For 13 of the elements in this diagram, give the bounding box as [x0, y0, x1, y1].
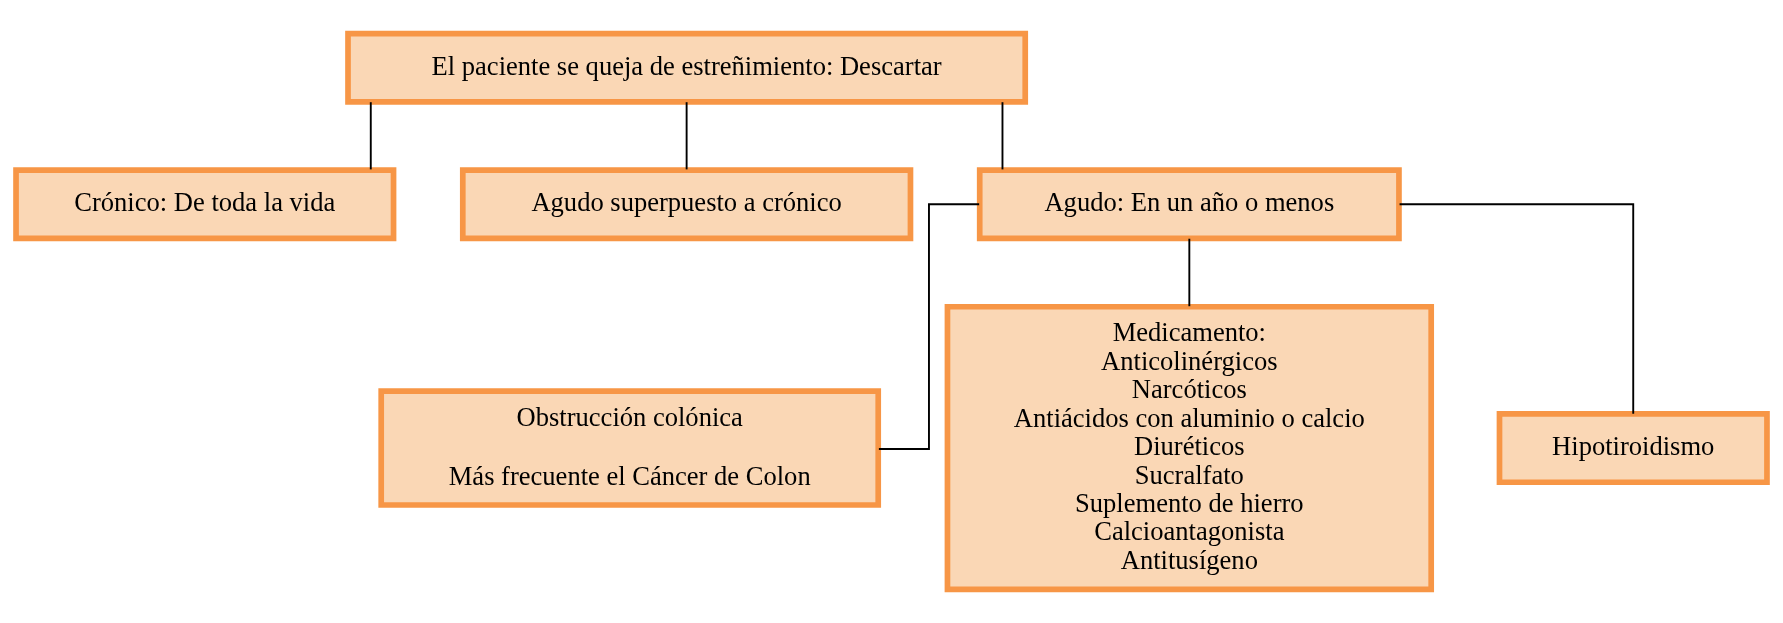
- connector: [369, 101, 372, 171]
- connector: [685, 101, 688, 171]
- node-box: Obstrucción colónica Más frecuente el Cáncer de Colon: [378, 388, 882, 508]
- connector: [1188, 237, 1191, 308]
- connector: [877, 203, 981, 450]
- connector: [1001, 101, 1004, 171]
- node-box: El paciente se queja de estreñimiento: Descartar: [345, 30, 1029, 105]
- node-box: Agudo superpuesto a crónico: [459, 167, 914, 242]
- node-box: Hipotiroidismo: [1496, 411, 1770, 486]
- connector: [1398, 203, 1635, 415]
- node-box: Crónico: De toda la vida: [13, 167, 397, 242]
- node-box: Agudo: En un año o menos: [976, 167, 1402, 242]
- node-box: Medicamento: Anticolinérgicos Narcóticos Antiácidos con aluminio o calcio Diuréticos Sucralfato Suplemento de hierro Calcioantagonista Antitusígeno: [944, 303, 1435, 593]
